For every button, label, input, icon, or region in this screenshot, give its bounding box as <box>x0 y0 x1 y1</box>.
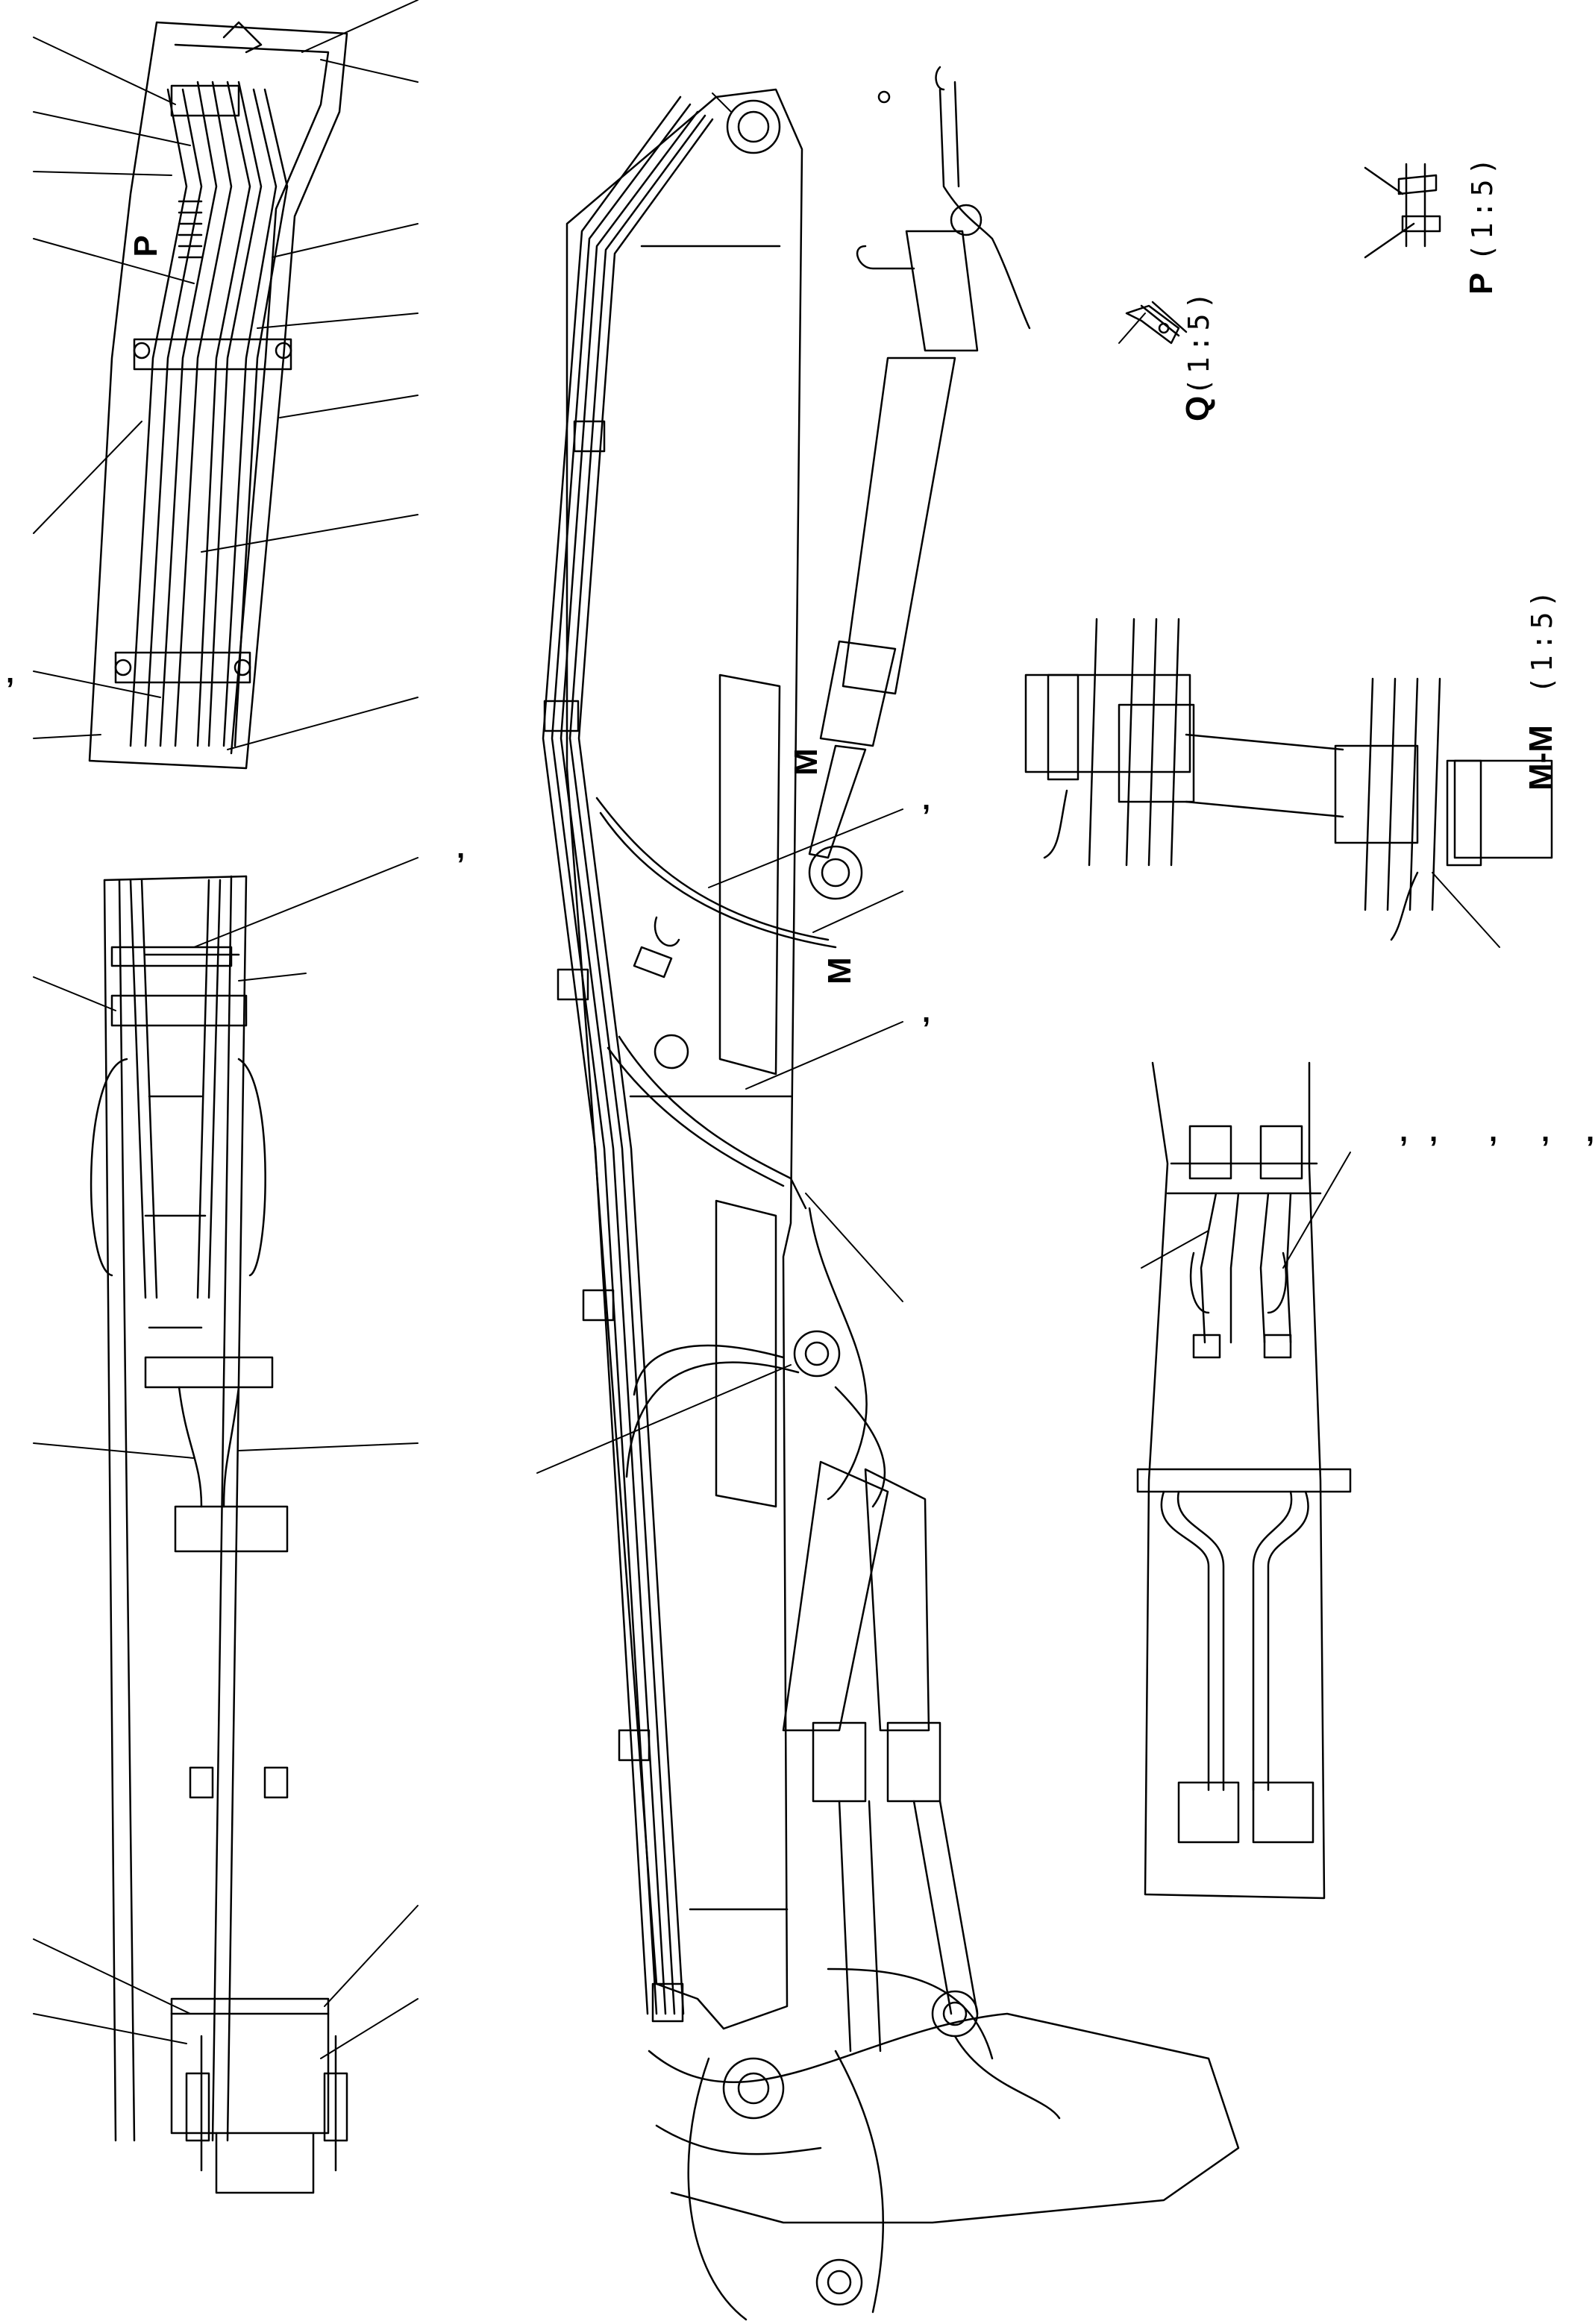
leader-lines-right-lower <box>1141 1152 1351 1269</box>
boom-tip-piping-view <box>88 21 348 770</box>
comma-mark: , <box>1489 1115 1497 1148</box>
boom-top-view <box>90 875 348 2194</box>
leader-lines-center <box>536 92 1146 1474</box>
arm-cylinder <box>808 66 1031 859</box>
comma-mark: , <box>1541 1115 1549 1148</box>
detail-p-drawing <box>1364 163 1441 259</box>
detail-q-drawing <box>1125 301 1188 345</box>
comma-mark: , <box>922 783 930 816</box>
boom-cylinders <box>782 1460 979 2053</box>
detail-p-scale: (1:5) <box>1466 154 1499 261</box>
detail-p-name: P <box>1463 273 1500 295</box>
top-view-marker-p: P <box>128 235 164 257</box>
leader-line-mm <box>1432 872 1500 948</box>
comma-mark: , <box>1400 1115 1408 1148</box>
boom-section-mark-m-upper: M <box>788 748 824 776</box>
comma-mark: , <box>6 656 14 689</box>
comma-mark: , <box>457 832 465 864</box>
leader-lines-left-middle <box>33 857 419 2059</box>
leader-lines-top-left <box>33 0 419 750</box>
comma-mark: , <box>1586 1115 1594 1148</box>
boom-foot-manifold-view <box>1136 1061 1352 1900</box>
detail-q-scale: (1:5) <box>1182 288 1215 395</box>
section-mm-name: M-M <box>1523 725 1559 791</box>
comma-mark: , <box>1429 1115 1438 1148</box>
boom-section-mark-m-lower: M <box>821 957 858 984</box>
section-mm-drawing <box>1024 618 1553 941</box>
view-labels: P P (1:5) Q (1:5) M-M (1:5) M M <box>128 154 1559 984</box>
leader-comma-marks: , , , , , , , , , <box>6 656 1594 1148</box>
comma-mark: , <box>922 996 930 1028</box>
detail-q-name: Q <box>1179 396 1216 421</box>
section-mm-scale: (1:5) <box>1526 586 1558 694</box>
main-boom-side-view <box>542 88 1240 2321</box>
